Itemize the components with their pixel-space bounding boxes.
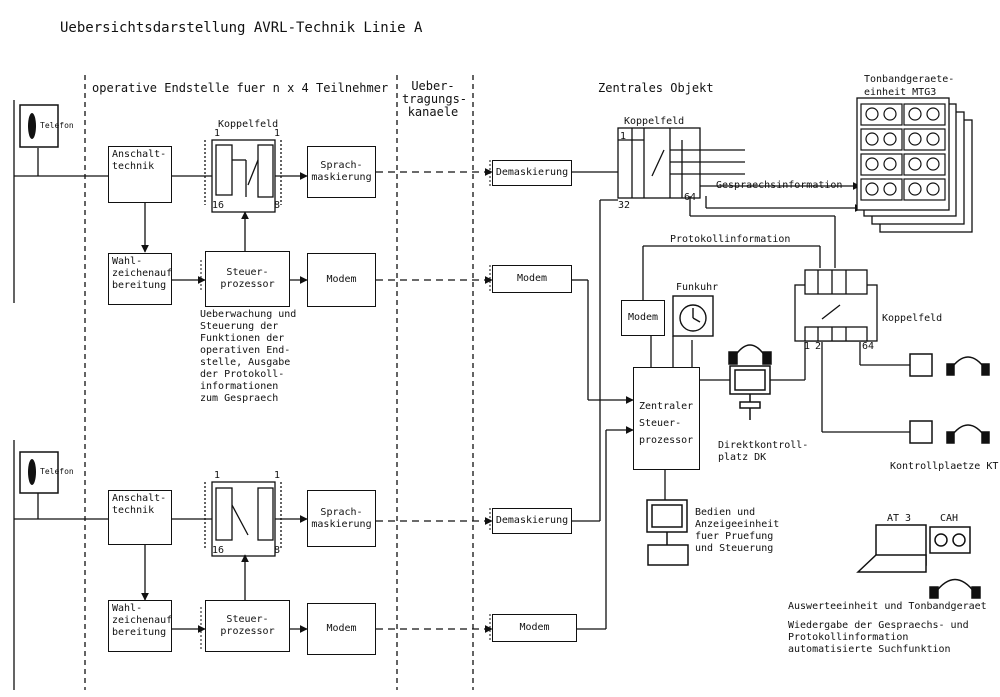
port-label: 1 [274, 128, 281, 139]
wahlzeichen-block: Wahl- zeichenauf bereitung [108, 253, 172, 305]
port-label: 32 [618, 200, 631, 211]
anschalttechnik-block: Anschalt- technik [108, 490, 172, 545]
protokollinformation-label: Protokollinformation [670, 234, 791, 245]
tape-recorder-icon [930, 527, 970, 553]
demaskierung-block: Demaskierung [492, 160, 572, 186]
modem-block: Modem [492, 265, 572, 293]
port-label: 64 [862, 341, 875, 352]
port-label: 1 [804, 341, 811, 352]
steuer-note: Ueberwachung und Steuerung der Funktione… [200, 309, 297, 404]
tonband-title: Tonbandgeraete- einheit MTG3 [864, 74, 955, 98]
port-label: 1 [214, 470, 221, 481]
zentraler-steuerprozessor-block: Zentraler Steuer- prozessor [633, 367, 700, 470]
port-label: 16 [212, 200, 225, 211]
koppelfeld-label: Koppelfeld [882, 313, 943, 324]
modem-block: Modem [621, 300, 665, 336]
clock-icon [673, 296, 713, 336]
port-label: 8 [274, 545, 281, 556]
sprachmaskierung-block: Sprach- maskierung [307, 146, 376, 198]
headset-icon [930, 568, 980, 598]
monitor-icon [647, 500, 689, 566]
phone-icon: Telefon [40, 121, 74, 130]
monitor-icon [729, 366, 771, 420]
phone-icon: Telefon [40, 467, 74, 476]
gespraechsinformation-label: Gespraechsinformation [716, 180, 843, 191]
sprachmaskierung-block: Sprach- maskierung [307, 490, 376, 547]
anschalttechnik-block: Anschalt- technik [108, 146, 172, 203]
modem-block: Modem [307, 253, 376, 307]
koppelfeld-label: Koppelfeld [624, 116, 685, 127]
headset-icon [728, 338, 772, 366]
funkuhr-label: Funkuhr [676, 282, 719, 293]
wahlzeichen-block: Wahl- zeichenauf bereitung [108, 600, 172, 652]
headset-icon [946, 418, 990, 444]
modem-block: Modem [307, 603, 376, 655]
at3-label: AT 3 [887, 513, 912, 524]
koppelfeld-label: Koppelfeld [218, 119, 279, 130]
page-title: Uebersichtsdarstellung AVRL-Technik Lini… [60, 20, 423, 36]
section-endstelle-label: operative Endstelle fuer n x 4 Teilnehme… [92, 81, 389, 95]
kontrollplaetze-label: Kontrollplaetze KT [890, 461, 999, 472]
direktkontrollplatz-label: Direktkontroll- platz DK [718, 440, 809, 463]
demaskierung-block: Demaskierung [492, 508, 572, 534]
modem-block: Modem [492, 614, 577, 642]
auswerteeinheit-label: Auswerteeinheit und Tonbandgeraet [788, 601, 987, 612]
wiedergabe-label: Wiedergabe der Gespraechs- und Protokoll… [788, 620, 969, 655]
section-kanaele-label: Ueber- tragungs- kanaele [402, 79, 468, 119]
port-label: 8 [274, 200, 281, 211]
headset-icon [946, 350, 990, 376]
port-label: 1 [274, 470, 281, 481]
steuerprozessor-block: Steuer- prozessor [205, 251, 290, 307]
cah-label: CAH [940, 513, 959, 524]
port-label: 1 [214, 128, 221, 139]
steuerprozessor-block: Steuer- prozessor [205, 600, 290, 652]
port-label: 64 [684, 192, 697, 203]
port-label: 16 [212, 545, 225, 556]
port-label: 2 [815, 341, 822, 352]
bedien-label: Bedien und Anzeigeeinheit fuer Pruefung … [695, 507, 780, 554]
section-zentral-label: Zentrales Objekt [598, 81, 714, 95]
port-label: 1 [620, 131, 627, 142]
